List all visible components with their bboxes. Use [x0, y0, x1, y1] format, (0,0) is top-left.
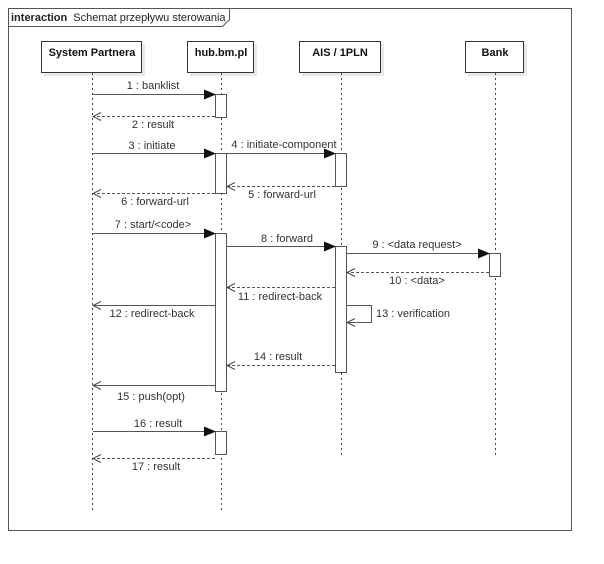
message-16[interactable]: 16 : result — [93, 418, 216, 437]
lifeline-label: Bank — [482, 47, 510, 59]
message-label: 7 : start/<code> — [115, 219, 191, 231]
activations — [215, 94, 501, 455]
message-label: 11 : redirect-back — [238, 291, 323, 303]
lifeline-head-hub[interactable] — [187, 41, 254, 73]
message-11[interactable]: 11 : redirect-back — [227, 288, 335, 304]
message-label: 17 : result — [132, 461, 180, 473]
message-14[interactable]: 14 : result — [227, 351, 335, 366]
message-17[interactable]: 17 : result — [93, 459, 215, 474]
message-label: 2 : result — [132, 119, 174, 131]
message-label: 3 : initiate — [128, 140, 175, 152]
lifeline-hub-bm-pl[interactable]: hub.bm.pl — [187, 41, 258, 511]
activation-bank-1 — [489, 253, 501, 277]
message-7[interactable]: 7 : start/<code> — [93, 219, 216, 239]
lifeline-ais-1pln[interactable]: AIS / 1PLN — [299, 41, 385, 459]
activation-ais-2 — [335, 246, 347, 373]
message-label: 5 : forward-url — [248, 189, 316, 201]
message-label: 4 : initiate-component — [231, 139, 336, 151]
message-4[interactable]: 4 : initiate-component — [227, 139, 337, 159]
message-10[interactable]: 10 : <data> — [347, 273, 489, 288]
message-15[interactable]: 15 : push(opt) — [93, 386, 215, 404]
activation-ais-1 — [335, 153, 347, 187]
frame-name: Schemat przepływu sterowania — [73, 12, 226, 24]
message-8[interactable]: 8 : forward — [227, 233, 336, 252]
message-label: 16 : result — [134, 418, 182, 430]
message-12[interactable]: 12 : redirect-back — [93, 306, 215, 321]
lifeline-label: System Partnera — [49, 47, 137, 59]
lifeline-bank[interactable]: Bank — [465, 41, 528, 459]
message-9[interactable]: 9 : <data request> — [347, 239, 490, 259]
message-2[interactable]: 2 : result — [93, 117, 215, 132]
lifeline-system-partnera[interactable]: System Partnera — [41, 41, 146, 511]
frame-tab — [8, 8, 230, 27]
message-label: 12 : redirect-back — [110, 308, 195, 320]
message-label: 8 : forward — [261, 233, 313, 245]
message-13[interactable]: 13 : verification — [347, 305, 450, 323]
message-label: 14 : result — [254, 351, 302, 363]
message-5[interactable]: 5 : forward-url — [227, 187, 335, 202]
message-label: 13 : verification — [376, 308, 450, 320]
message-3[interactable]: 3 : initiate — [93, 140, 216, 159]
lifeline-label: AIS / 1PLN — [312, 47, 368, 59]
lifeline-label: hub.bm.pl — [195, 47, 248, 59]
message-1[interactable]: 1 : banklist — [93, 80, 216, 100]
message-label: 6 : forward-url — [121, 196, 189, 208]
interaction-frame: interaction Schemat przepływu sterowania — [8, 8, 572, 531]
message-label: 10 : <data> — [389, 275, 445, 287]
message-label: 1 : banklist — [127, 80, 180, 92]
activation-hub-3 — [215, 233, 227, 392]
message-label: 9 : <data request> — [372, 239, 461, 251]
lifeline-head-bank[interactable] — [465, 41, 524, 73]
message-6[interactable]: 6 : forward-url — [93, 194, 215, 209]
activation-hub-1 — [215, 94, 227, 118]
frame-title: interaction Schemat przepływu sterowania — [11, 12, 226, 24]
frame-keyword: interaction — [11, 12, 68, 24]
lifeline-head-system-partnera[interactable] — [41, 41, 142, 73]
activation-hub-2 — [215, 153, 227, 194]
lifeline-head-ais[interactable] — [299, 41, 381, 73]
message-label: 15 : push(opt) — [117, 391, 185, 403]
activation-hub-4 — [215, 431, 227, 455]
